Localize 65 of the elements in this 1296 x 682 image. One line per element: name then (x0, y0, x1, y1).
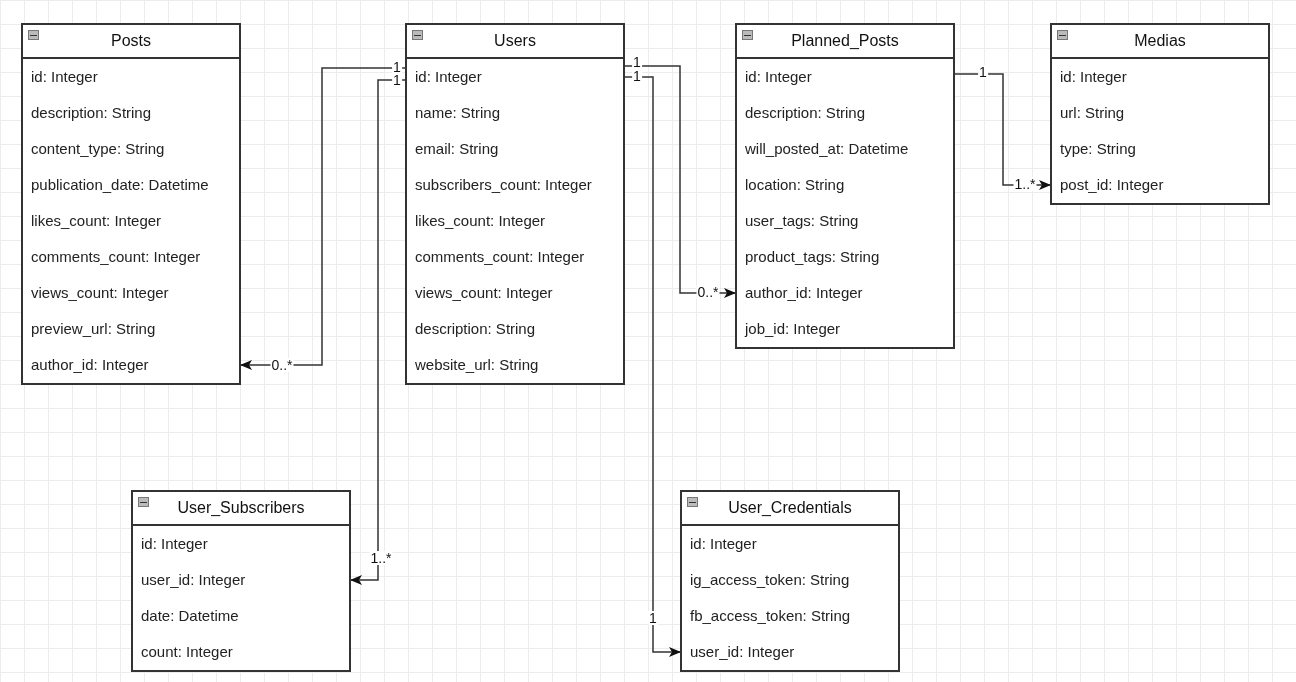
table-title: Posts (111, 31, 151, 51)
field-row: description: String (407, 311, 623, 347)
field-row: preview_url: String (23, 311, 239, 347)
entity-table (131, 490, 351, 672)
field-row: description: String (737, 95, 953, 131)
field-row: count: Integer (133, 634, 349, 670)
field-row: date: Datetime (133, 598, 349, 634)
field-row: ig_access_token: String (682, 562, 898, 598)
connector-arrow (954, 73, 1051, 190)
field-row: likes_count: Integer (23, 203, 239, 239)
connector-arrow (624, 65, 736, 298)
entity-table (680, 490, 900, 672)
field-row: job_id: Integer (737, 311, 953, 347)
table-title: Users (494, 31, 536, 51)
multiplicity-label: 0..* (696, 285, 720, 299)
field-row: comments_count: Integer (23, 239, 239, 275)
multiplicity-label: 1 (632, 55, 642, 69)
multiplicity-label: 1 (392, 73, 402, 87)
entity-table (405, 23, 625, 385)
field-row: content_type: String (23, 131, 239, 167)
table-title: User_Credentials (728, 498, 852, 518)
field-row: id: Integer (737, 59, 953, 95)
field-row: description: String (23, 95, 239, 131)
field-row: fb_access_token: String (682, 598, 898, 634)
field-row: views_count: Integer (23, 275, 239, 311)
multiplicity-label: 1..* (1013, 177, 1037, 191)
field-row: will_posted_at: Datetime (737, 131, 953, 167)
field-row: id: Integer (682, 526, 898, 562)
entity-table (21, 23, 241, 385)
field-row: views_count: Integer (407, 275, 623, 311)
table-title: User_Subscribers (177, 498, 305, 518)
field-row: publication_date: Datetime (23, 167, 239, 203)
field-row: likes_count: Integer (407, 203, 623, 239)
field-row: id: Integer (407, 59, 623, 95)
field-row: website_url: String (407, 347, 623, 383)
field-row: location: String (737, 167, 953, 203)
connector-arrow (240, 67, 406, 370)
field-row: id: Integer (133, 526, 349, 562)
field-row: author_id: Integer (737, 275, 953, 311)
field-row: type: String (1052, 131, 1268, 167)
multiplicity-label: 1 (648, 611, 658, 625)
entity-table (735, 23, 955, 349)
field-row: user_id: Integer (682, 634, 898, 670)
entity-table (1050, 23, 1270, 205)
field-row: post_id: Integer (1052, 167, 1268, 203)
multiplicity-label: 0..* (270, 358, 294, 372)
connector-arrow (624, 76, 681, 657)
field-row: user_tags: String (737, 203, 953, 239)
field-row: id: Integer (23, 59, 239, 95)
field-row: author_id: Integer (23, 347, 239, 383)
field-row: id: Integer (1052, 59, 1268, 95)
multiplicity-label: 1 (978, 65, 988, 79)
field-row: comments_count: Integer (407, 239, 623, 275)
field-row: user_id: Integer (133, 562, 349, 598)
multiplicity-label: 1..* (369, 551, 393, 565)
field-row: url: String (1052, 95, 1268, 131)
connector-arrow (350, 79, 406, 585)
field-row: subscribers_count: Integer (407, 167, 623, 203)
field-row: name: String (407, 95, 623, 131)
field-row: email: String (407, 131, 623, 167)
field-row: product_tags: String (737, 239, 953, 275)
table-title: Medias (1134, 31, 1186, 51)
table-title: Planned_Posts (791, 31, 899, 51)
multiplicity-label: 1 (392, 60, 402, 74)
multiplicity-label: 1 (632, 69, 642, 83)
